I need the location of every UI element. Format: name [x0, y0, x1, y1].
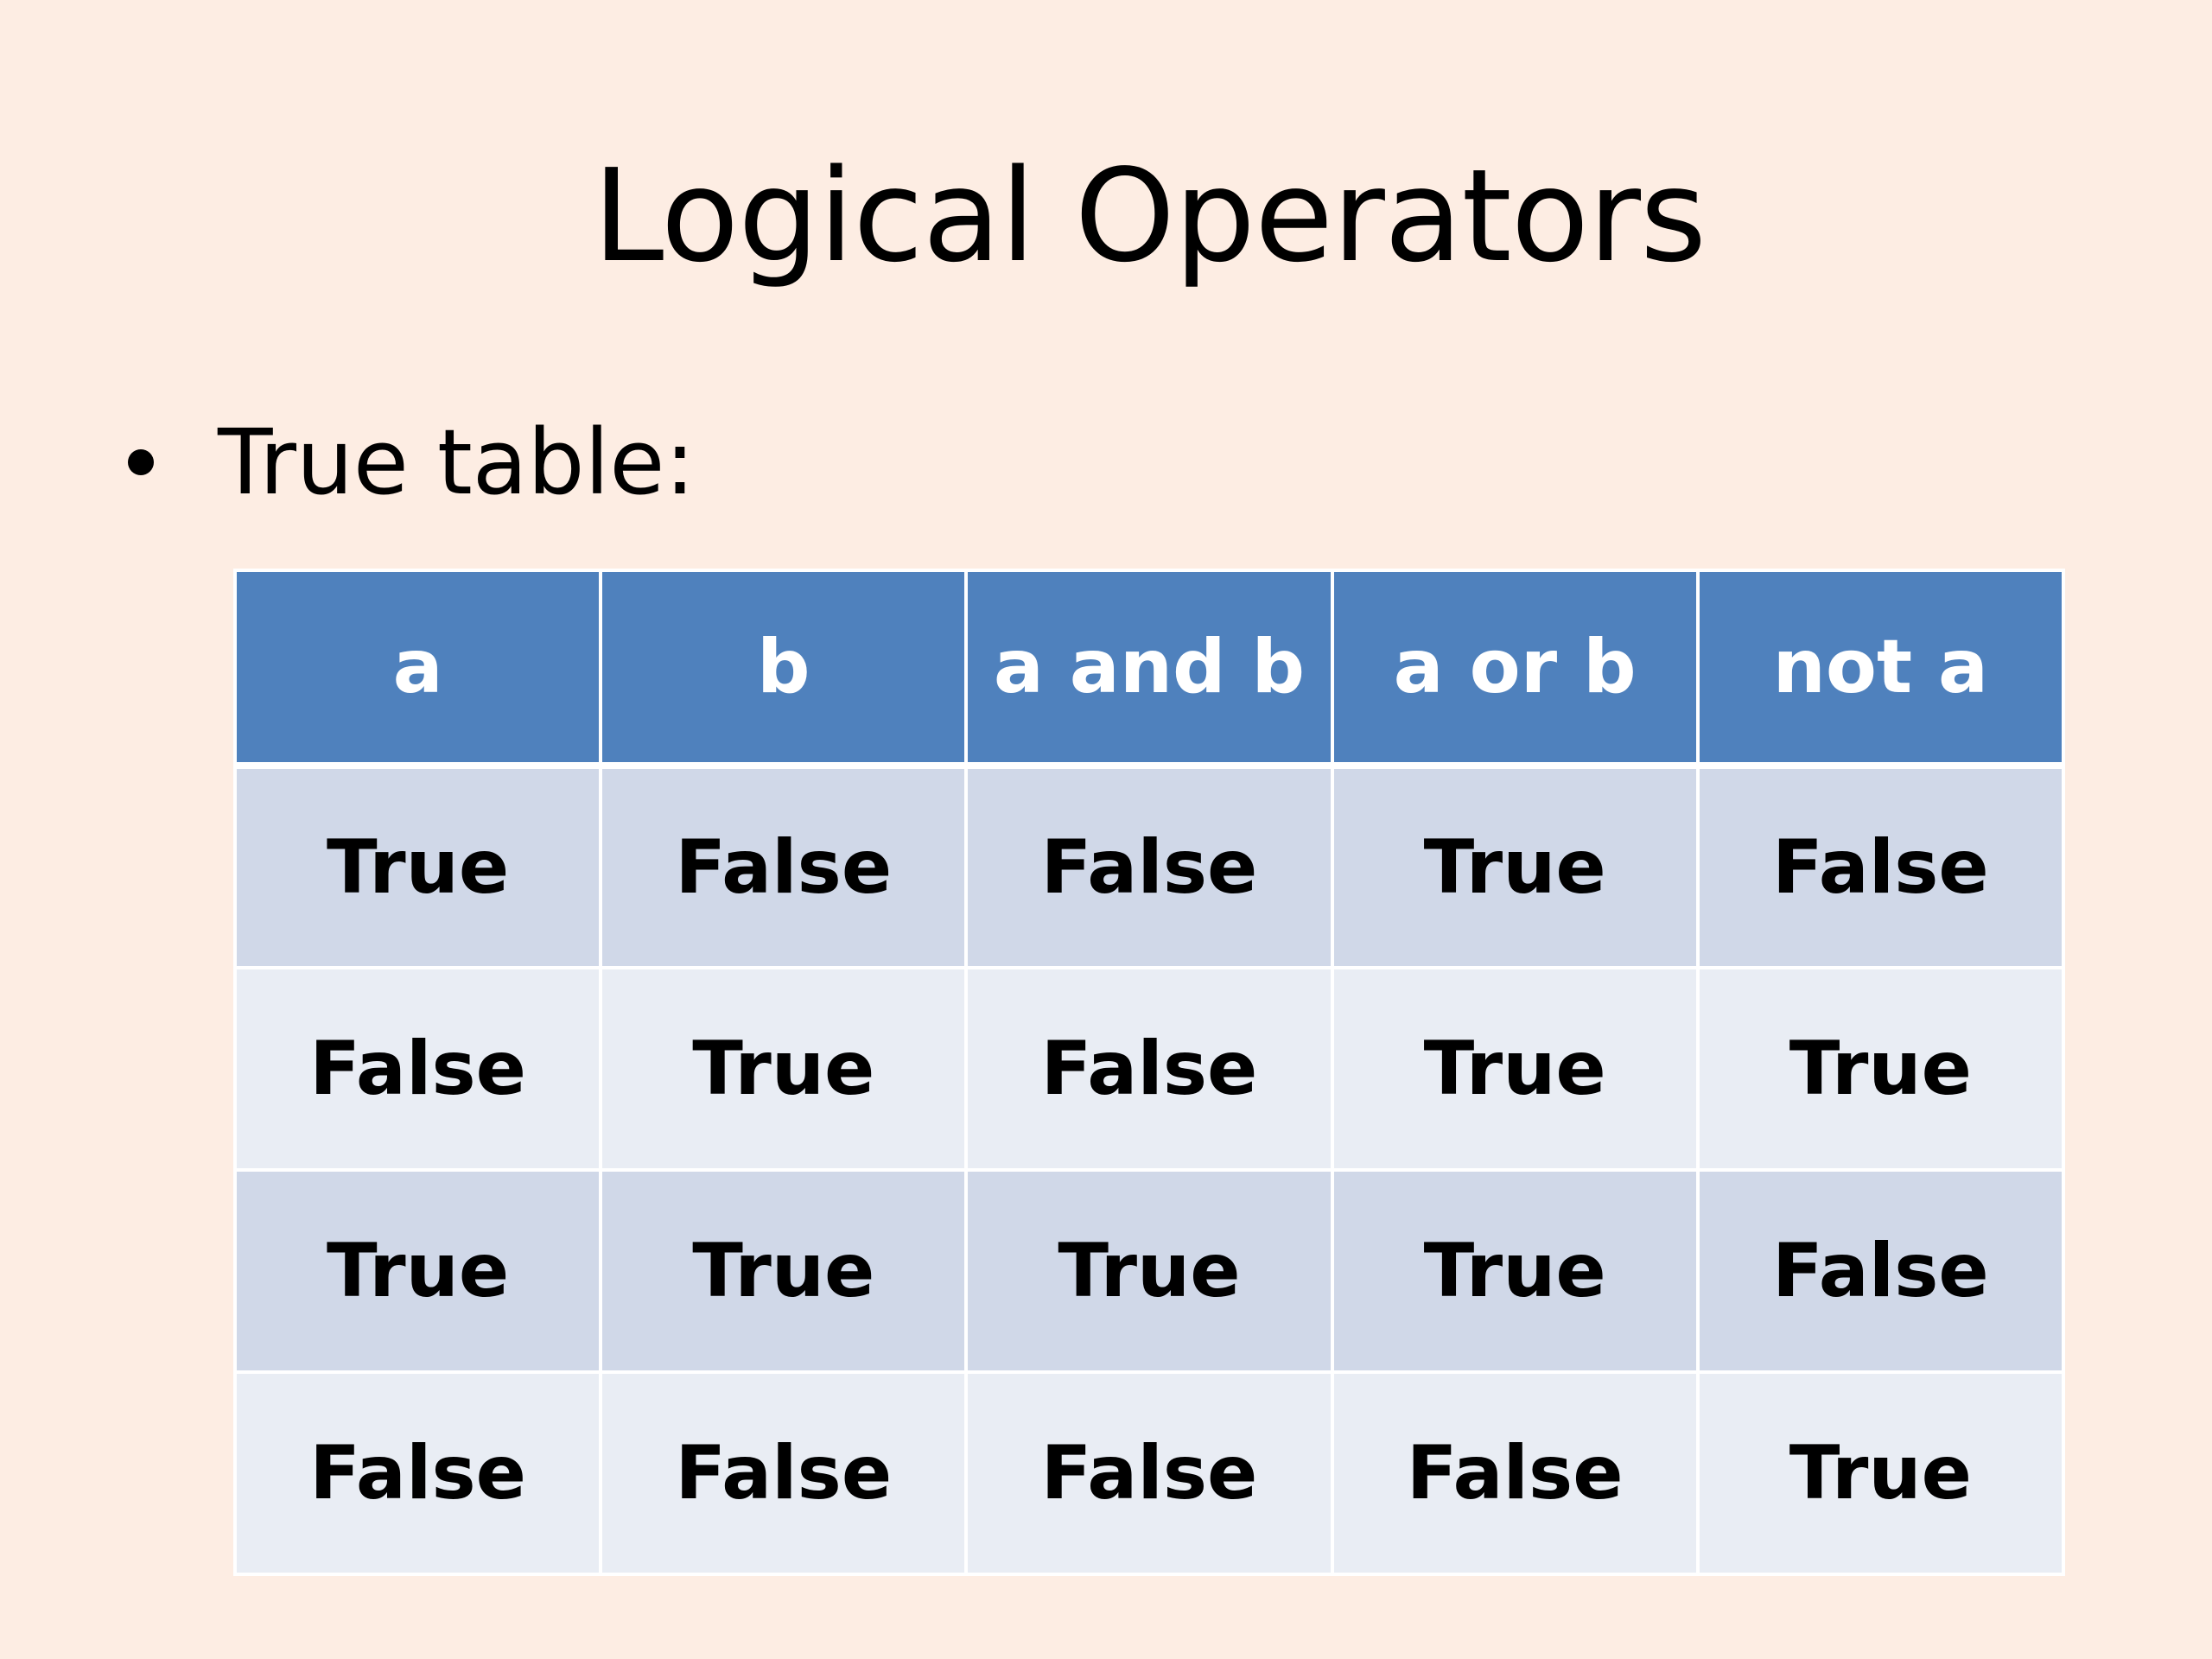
table-cell: True — [599, 1168, 969, 1374]
table-cell: True — [232, 1168, 603, 1374]
table-header-row: a b a and b a or b not a — [232, 569, 2066, 769]
table-row: False False False False True — [232, 1370, 2066, 1576]
table-row: False True False True True — [232, 966, 2066, 1172]
slide-title: Logical Operators — [592, 142, 1707, 290]
table-cell: False — [232, 966, 603, 1172]
header-cell-a-or-b: a or b — [1330, 569, 1700, 769]
table-cell: True — [1695, 966, 2066, 1172]
table-row: True False False True False — [232, 764, 2066, 969]
truth-table: a b a and b a or b not a True False Fals… — [232, 569, 2066, 1576]
table-cell: False — [232, 1370, 603, 1576]
table-cell: True — [232, 764, 603, 969]
table-cell: True — [1330, 764, 1700, 969]
table-row: True True True True False — [232, 1168, 2066, 1374]
table-cell: True — [599, 966, 969, 1172]
table-cell: True — [1330, 966, 1700, 1172]
table-cell: True — [1330, 1168, 1700, 1374]
header-cell-a-and-b: a and b — [964, 569, 1334, 769]
table-cell: False — [964, 764, 1334, 969]
header-cell-a: a — [232, 569, 603, 769]
header-cell-not-a: not a — [1695, 569, 2066, 769]
table-cell: False — [599, 1370, 969, 1576]
table-cell: False — [1330, 1370, 1700, 1576]
table-cell: False — [599, 764, 969, 969]
table-cell: False — [1695, 1168, 2066, 1374]
bullet-dot-icon — [128, 449, 154, 475]
table-cell: False — [964, 966, 1334, 1172]
bullet-text: True table: — [218, 410, 696, 515]
table-cell: False — [964, 1370, 1334, 1576]
table-cell: True — [964, 1168, 1334, 1374]
header-cell-b: b — [599, 569, 969, 769]
bullet-item: True table: — [128, 406, 695, 518]
table-cell: False — [1695, 764, 2066, 969]
table-cell: True — [1695, 1370, 2066, 1576]
